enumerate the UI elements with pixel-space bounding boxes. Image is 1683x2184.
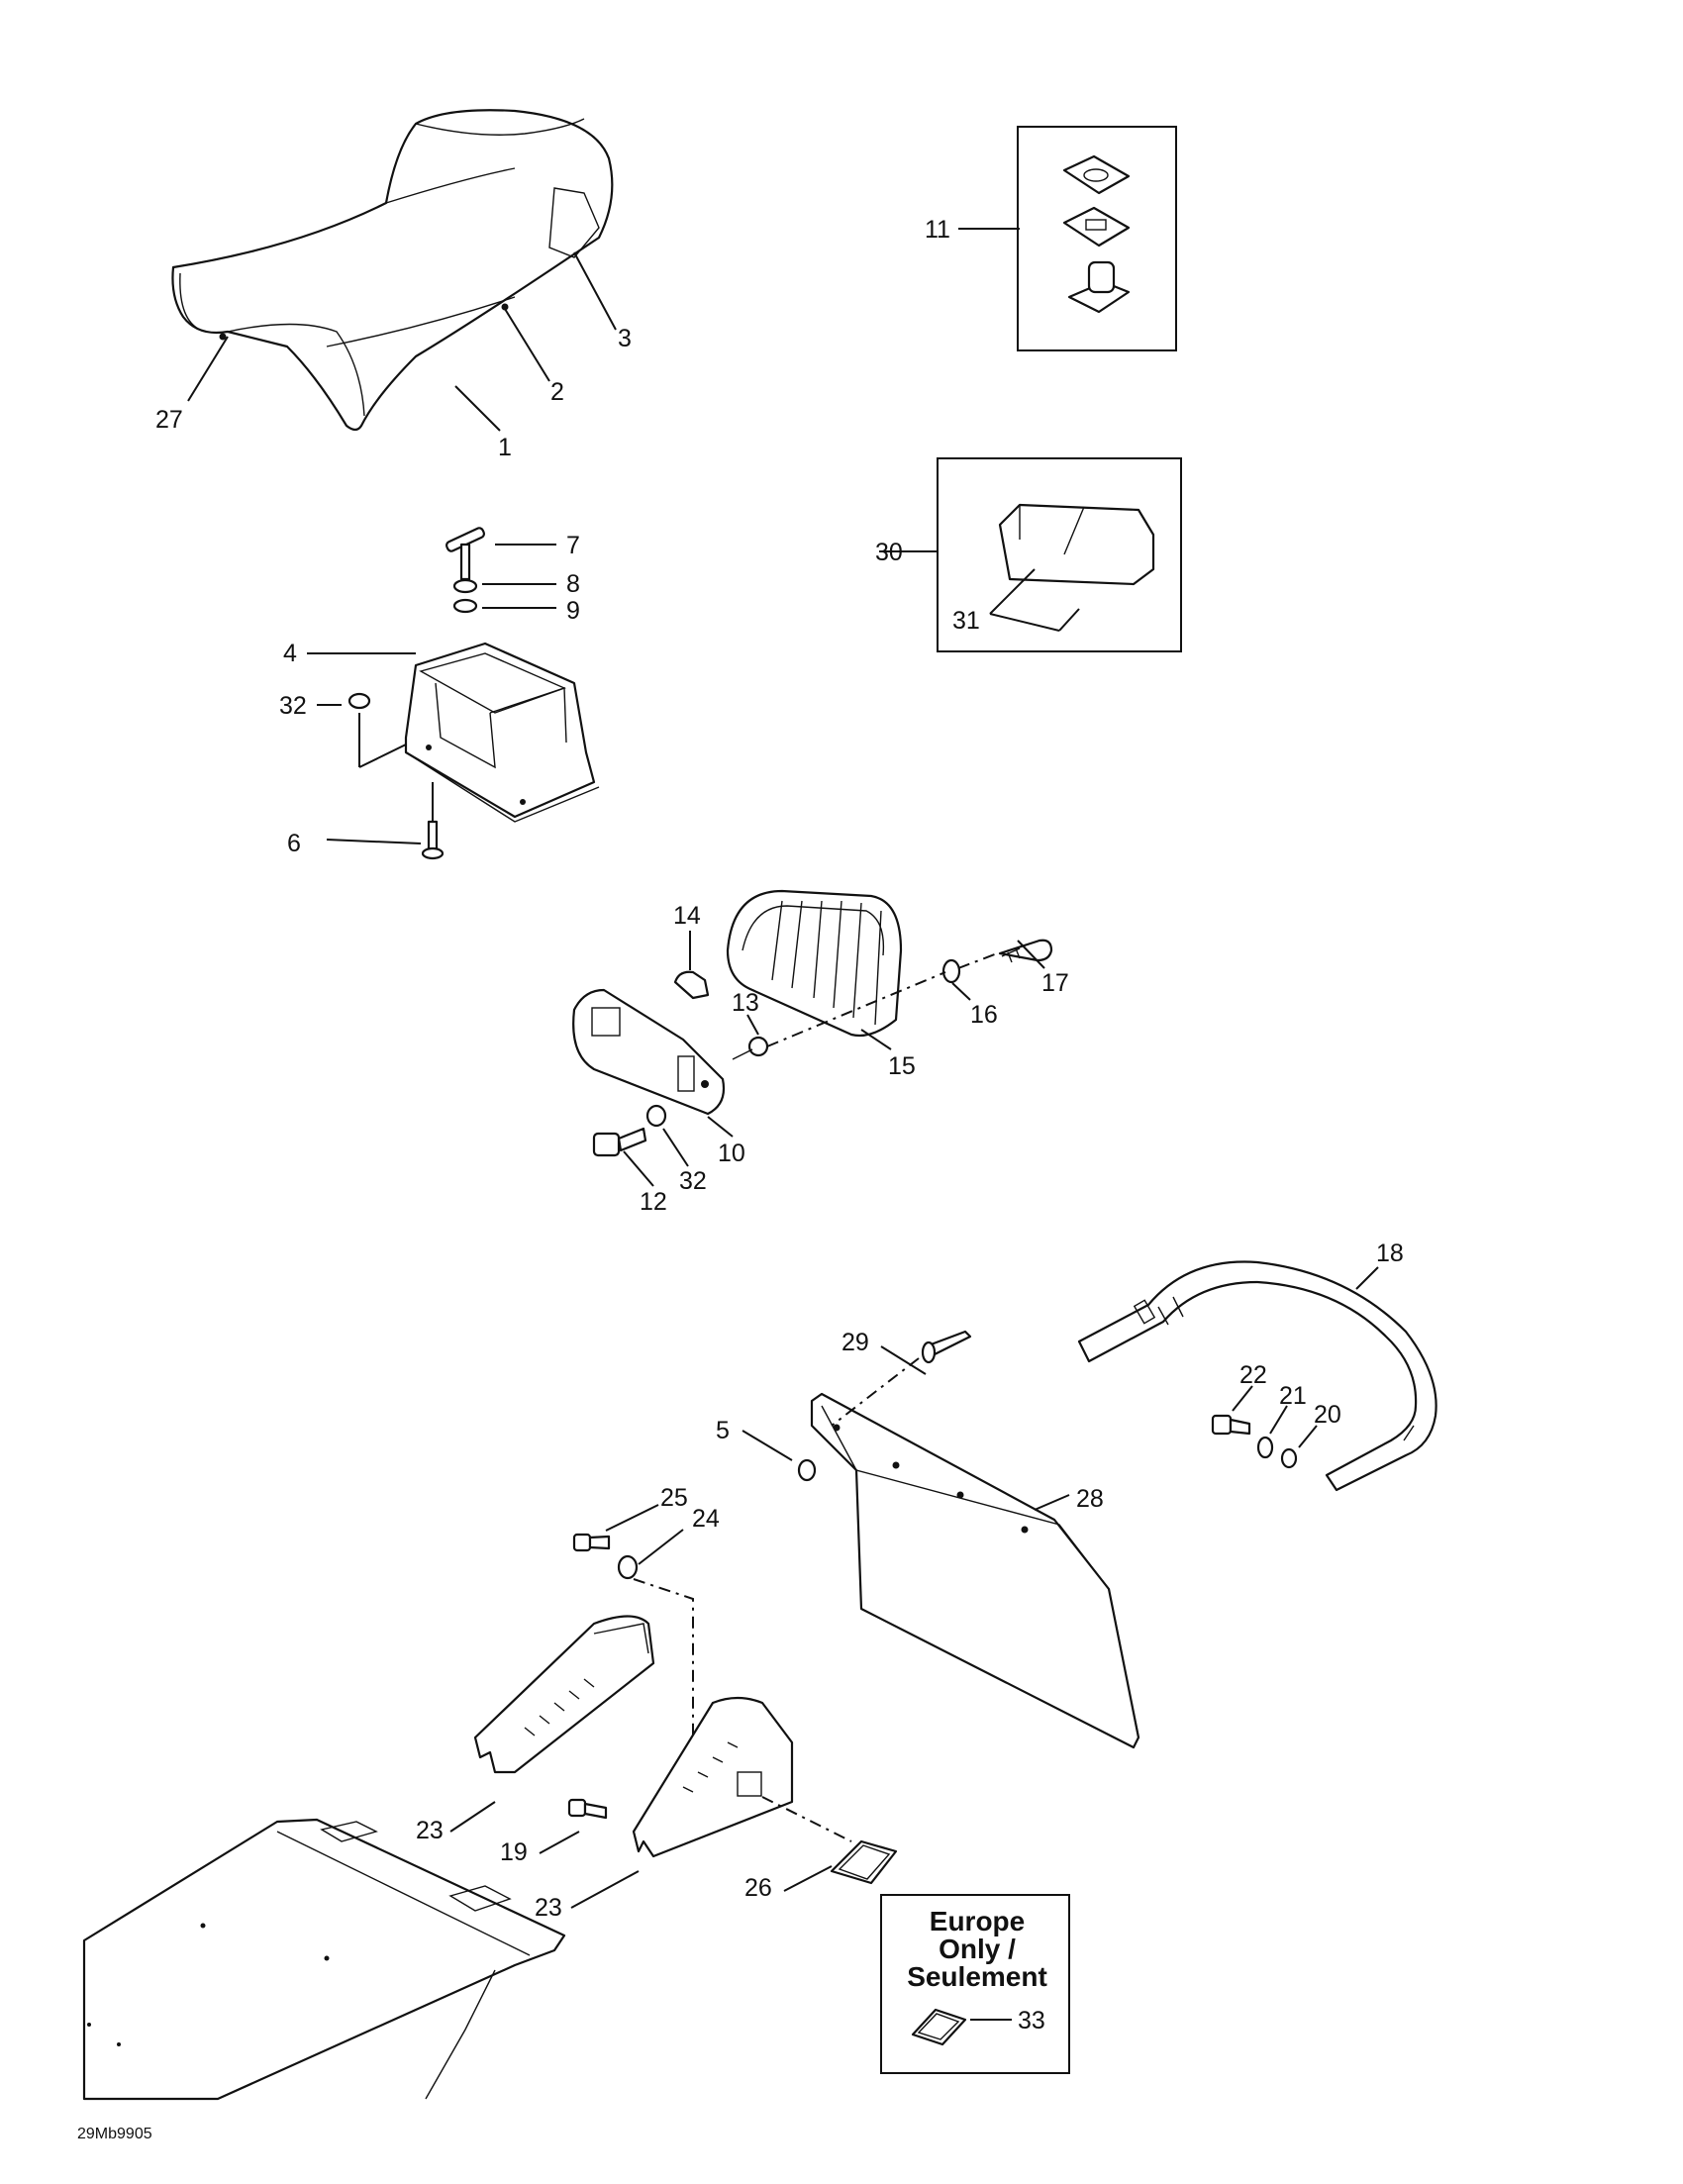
part-29-rivet xyxy=(921,1330,972,1364)
europe-box-line1: Europe xyxy=(930,1906,1025,1936)
callout-23-right: 23 xyxy=(535,1894,562,1922)
callout-11: 11 xyxy=(925,216,950,244)
callout-4: 4 xyxy=(283,640,297,667)
callout-30: 30 xyxy=(875,539,903,566)
bumper-bracket-right xyxy=(632,1696,794,1858)
part-8-washer xyxy=(452,578,478,594)
europe-only-box xyxy=(880,1894,1070,2074)
drawing-reference: 29Mb9905 xyxy=(77,2126,152,2142)
callout-33: 33 xyxy=(1018,2007,1045,2035)
part-20-nut xyxy=(1280,1447,1298,1469)
callout-21: 21 xyxy=(1279,1382,1307,1410)
part-25-screw xyxy=(572,1533,611,1552)
part-33-reflector xyxy=(911,2008,967,2046)
part-17-screw xyxy=(998,939,1053,963)
callout-1: 1 xyxy=(498,434,512,461)
callout-32-upper: 32 xyxy=(279,692,307,720)
callout-20: 20 xyxy=(1314,1401,1341,1429)
seat-assembly xyxy=(171,109,614,432)
grab-handle xyxy=(1077,1260,1437,1492)
callout-17: 17 xyxy=(1041,969,1069,997)
callout-26: 26 xyxy=(744,1874,772,1902)
part-14-bulb xyxy=(673,970,710,1000)
callout-18: 18 xyxy=(1376,1240,1404,1267)
part-12-bolt xyxy=(592,1127,647,1157)
part-31-pad xyxy=(998,503,1155,586)
part-26-reflector xyxy=(830,1839,898,1885)
part-7-t-bolt xyxy=(445,527,486,581)
part-16-washer xyxy=(941,958,961,984)
part-32-washer xyxy=(347,692,371,710)
part-22-bolt xyxy=(1211,1414,1251,1436)
callout-31: 31 xyxy=(952,607,980,635)
callout-24: 24 xyxy=(692,1505,720,1533)
callout-3: 3 xyxy=(618,325,632,352)
europe-box-line3: Seulement xyxy=(907,1961,1047,1992)
callout-16: 16 xyxy=(970,1001,998,1029)
kit-box-30 xyxy=(937,457,1182,652)
storage-box xyxy=(404,642,600,823)
callout-23-left: 23 xyxy=(416,1817,444,1844)
callout-13: 13 xyxy=(732,989,759,1017)
callout-32-lower: 32 xyxy=(679,1167,707,1195)
europe-box-line2: Only / xyxy=(939,1934,1016,1964)
callout-10: 10 xyxy=(718,1140,745,1167)
part-6-pin xyxy=(421,820,445,860)
snowflap xyxy=(810,1392,1140,1749)
bumper-bracket-left xyxy=(473,1615,655,1774)
chassis-tunnel xyxy=(82,1818,566,2101)
callout-29: 29 xyxy=(842,1329,869,1356)
part-5-washer xyxy=(797,1458,817,1482)
part-13-nut xyxy=(732,1036,769,1060)
part-24-lockwasher xyxy=(617,1554,639,1580)
callout-22: 22 xyxy=(1239,1361,1267,1389)
taillight-housing xyxy=(572,988,726,1116)
part-21-washer xyxy=(1256,1436,1274,1459)
callout-19: 19 xyxy=(500,1838,528,1866)
part-9-nut xyxy=(452,598,478,614)
taillight-lens xyxy=(726,889,903,1038)
callout-5: 5 xyxy=(716,1417,730,1444)
callout-7: 7 xyxy=(566,532,580,559)
callout-8: 8 xyxy=(566,570,580,598)
callout-28: 28 xyxy=(1076,1485,1104,1513)
callout-25: 25 xyxy=(660,1484,688,1512)
kit-box-11 xyxy=(1017,126,1177,351)
callout-6: 6 xyxy=(287,830,301,857)
part-11-gaskets-and-switch xyxy=(1062,154,1131,314)
callout-27: 27 xyxy=(155,406,183,434)
part-19-screw xyxy=(567,1798,608,1820)
callout-15: 15 xyxy=(888,1052,916,1080)
callout-2: 2 xyxy=(550,378,564,406)
part-32-washer-lower xyxy=(645,1104,667,1128)
callout-12: 12 xyxy=(640,1188,667,1216)
callout-9: 9 xyxy=(566,597,580,625)
callout-14: 14 xyxy=(673,902,701,930)
